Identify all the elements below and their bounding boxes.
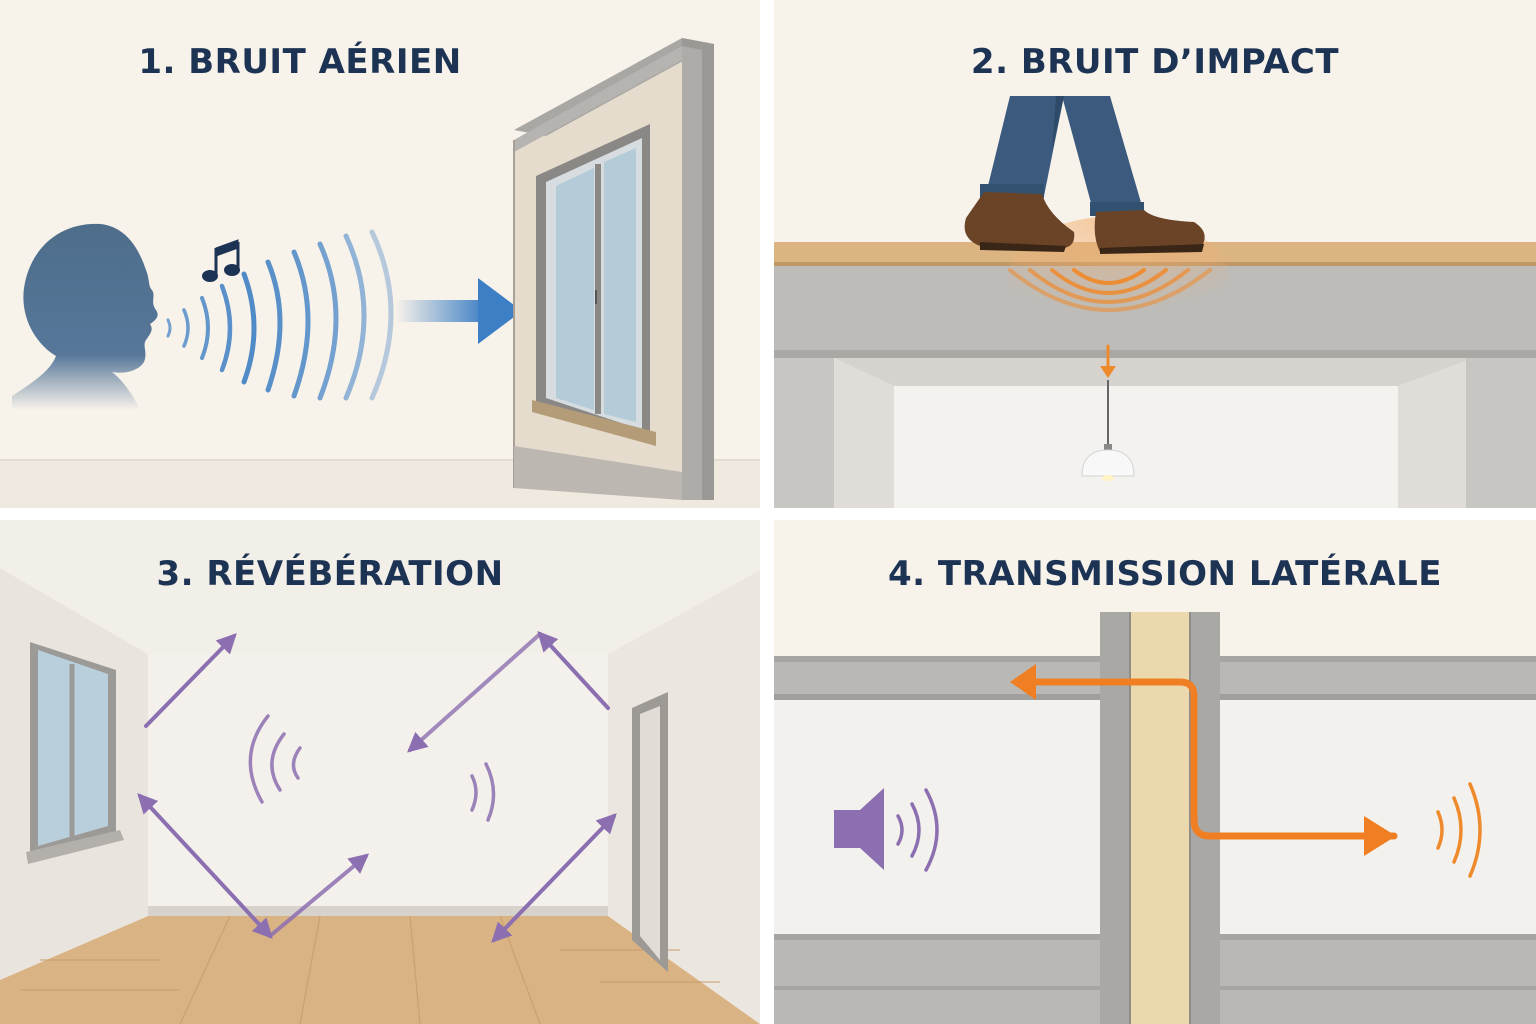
reverberation-scene: [0, 520, 760, 1024]
flanking-scene: [774, 520, 1536, 1024]
music-note-icon: [202, 239, 240, 282]
panel-flanking-transmission: 4. TRANSMISSION LATÉRALE: [774, 520, 1536, 1024]
panel-impact-noise: 2. BRUIT D’IMPACT: [774, 0, 1536, 508]
walking-legs-icon: [980, 96, 1144, 216]
panel-title: 2. BRUIT D’IMPACT: [970, 42, 1340, 82]
door-icon: [632, 692, 668, 972]
reflection-arrow-icon: [137, 631, 617, 943]
airborne-scene: [0, 0, 760, 508]
sound-waves-icon: [248, 714, 496, 822]
window-icon: [532, 124, 656, 446]
sound-waves-icon: [1436, 782, 1482, 878]
impact-scene: [774, 0, 1536, 508]
panel-title: 3. RÉVÉBÉRATION: [156, 554, 504, 594]
arrow-right-icon: [396, 278, 522, 344]
panel-title: 1. BRUIT AÉRIEN: [138, 42, 462, 82]
flanking-path-arrow-icon: [1032, 678, 1398, 840]
window-icon: [26, 642, 124, 864]
head-silhouette-icon: [12, 223, 158, 410]
sound-waves-icon: [166, 229, 394, 401]
sound-waves-icon: [896, 788, 939, 872]
impact-waves-icon: [1008, 268, 1212, 378]
panel-airborne-noise: 1. BRUIT AÉRIEN: [0, 0, 760, 508]
shoe-icon: [964, 192, 1205, 254]
wood-floor: [0, 916, 760, 1024]
panel-title: 4. TRANSMISSION LATÉRALE: [888, 554, 1442, 594]
insulation-layer: [1130, 612, 1190, 1024]
panel-reverberation: 3. RÉVÉBÉRATION: [0, 520, 760, 1024]
pendant-lamp-icon: [1081, 380, 1135, 481]
speaker-icon: [834, 788, 884, 870]
